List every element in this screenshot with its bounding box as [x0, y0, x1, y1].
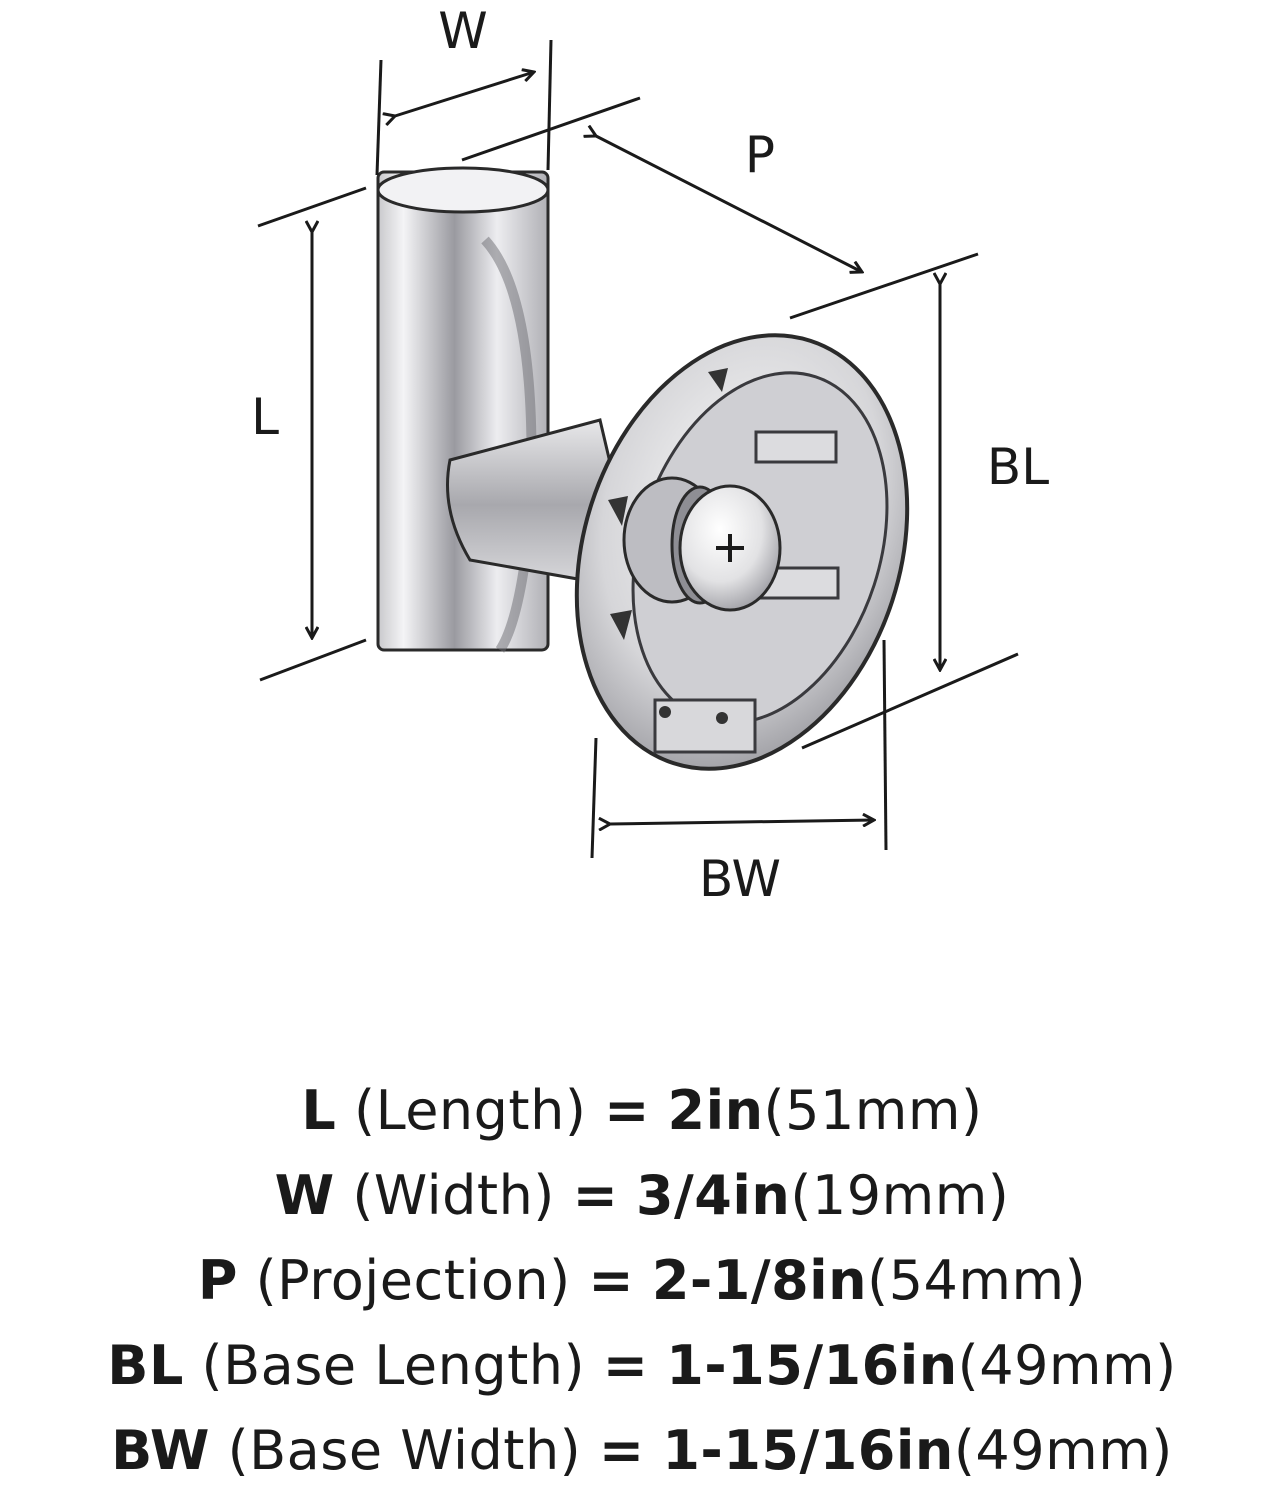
spec-projection: P (Projection) = 2-1/8in(54mm)	[0, 1238, 1284, 1323]
spec-metric: (49mm)	[957, 1334, 1177, 1397]
dim-label-l: L	[251, 388, 279, 446]
spec-metric: (49mm)	[953, 1419, 1173, 1482]
dimension-lines	[257, 39, 1019, 859]
dimension-spec-list: L (Length) = 2in(51mm) W (Width) = 3/4in…	[0, 1068, 1284, 1493]
dim-label-w: W	[438, 2, 487, 60]
spec-base-length: BL (Base Length) = 1-15/16in(49mm)	[0, 1323, 1284, 1408]
dim-label-p: P	[745, 126, 775, 184]
spec-base-width: BW (Base Width) = 1-15/16in(49mm)	[0, 1408, 1284, 1493]
spec-imperial: 3/4in	[635, 1164, 791, 1227]
spec-name: (Length)	[354, 1079, 587, 1142]
spec-imperial: 1-15/16in	[662, 1419, 954, 1482]
spec-name: (Width)	[352, 1164, 555, 1227]
spec-equals: =	[598, 1419, 645, 1482]
spec-metric: (54mm)	[867, 1249, 1087, 1312]
spec-code: L	[301, 1079, 337, 1142]
spec-equals: =	[588, 1249, 635, 1312]
spec-length: L (Length) = 2in(51mm)	[0, 1068, 1284, 1153]
hook-dimension-drawing: W P L BL BW	[251, 2, 1049, 908]
dim-label-bl: BL	[987, 438, 1049, 496]
spec-metric: (51mm)	[763, 1079, 983, 1142]
spec-equals: =	[604, 1079, 650, 1142]
spec-imperial: 2-1/8in	[651, 1249, 868, 1312]
screw	[622, 476, 782, 612]
spec-code: W	[274, 1164, 335, 1227]
dim-label-bw: BW	[699, 850, 781, 908]
spec-name: (Base Length)	[201, 1334, 586, 1397]
spec-code: BL	[107, 1334, 184, 1397]
spec-name: (Projection)	[255, 1249, 571, 1312]
spec-imperial: 2in	[667, 1079, 764, 1142]
spec-code: P	[197, 1249, 238, 1312]
spec-metric: (19mm)	[790, 1164, 1010, 1227]
spec-imperial: 1-15/16in	[666, 1334, 958, 1397]
spec-equals: =	[602, 1334, 649, 1397]
spec-code: BW	[111, 1419, 210, 1482]
spec-equals: =	[572, 1164, 619, 1227]
hook-post	[376, 166, 550, 653]
spec-width: W (Width) = 3/4in(19mm)	[0, 1153, 1284, 1238]
spec-name: (Base Width)	[227, 1419, 582, 1482]
